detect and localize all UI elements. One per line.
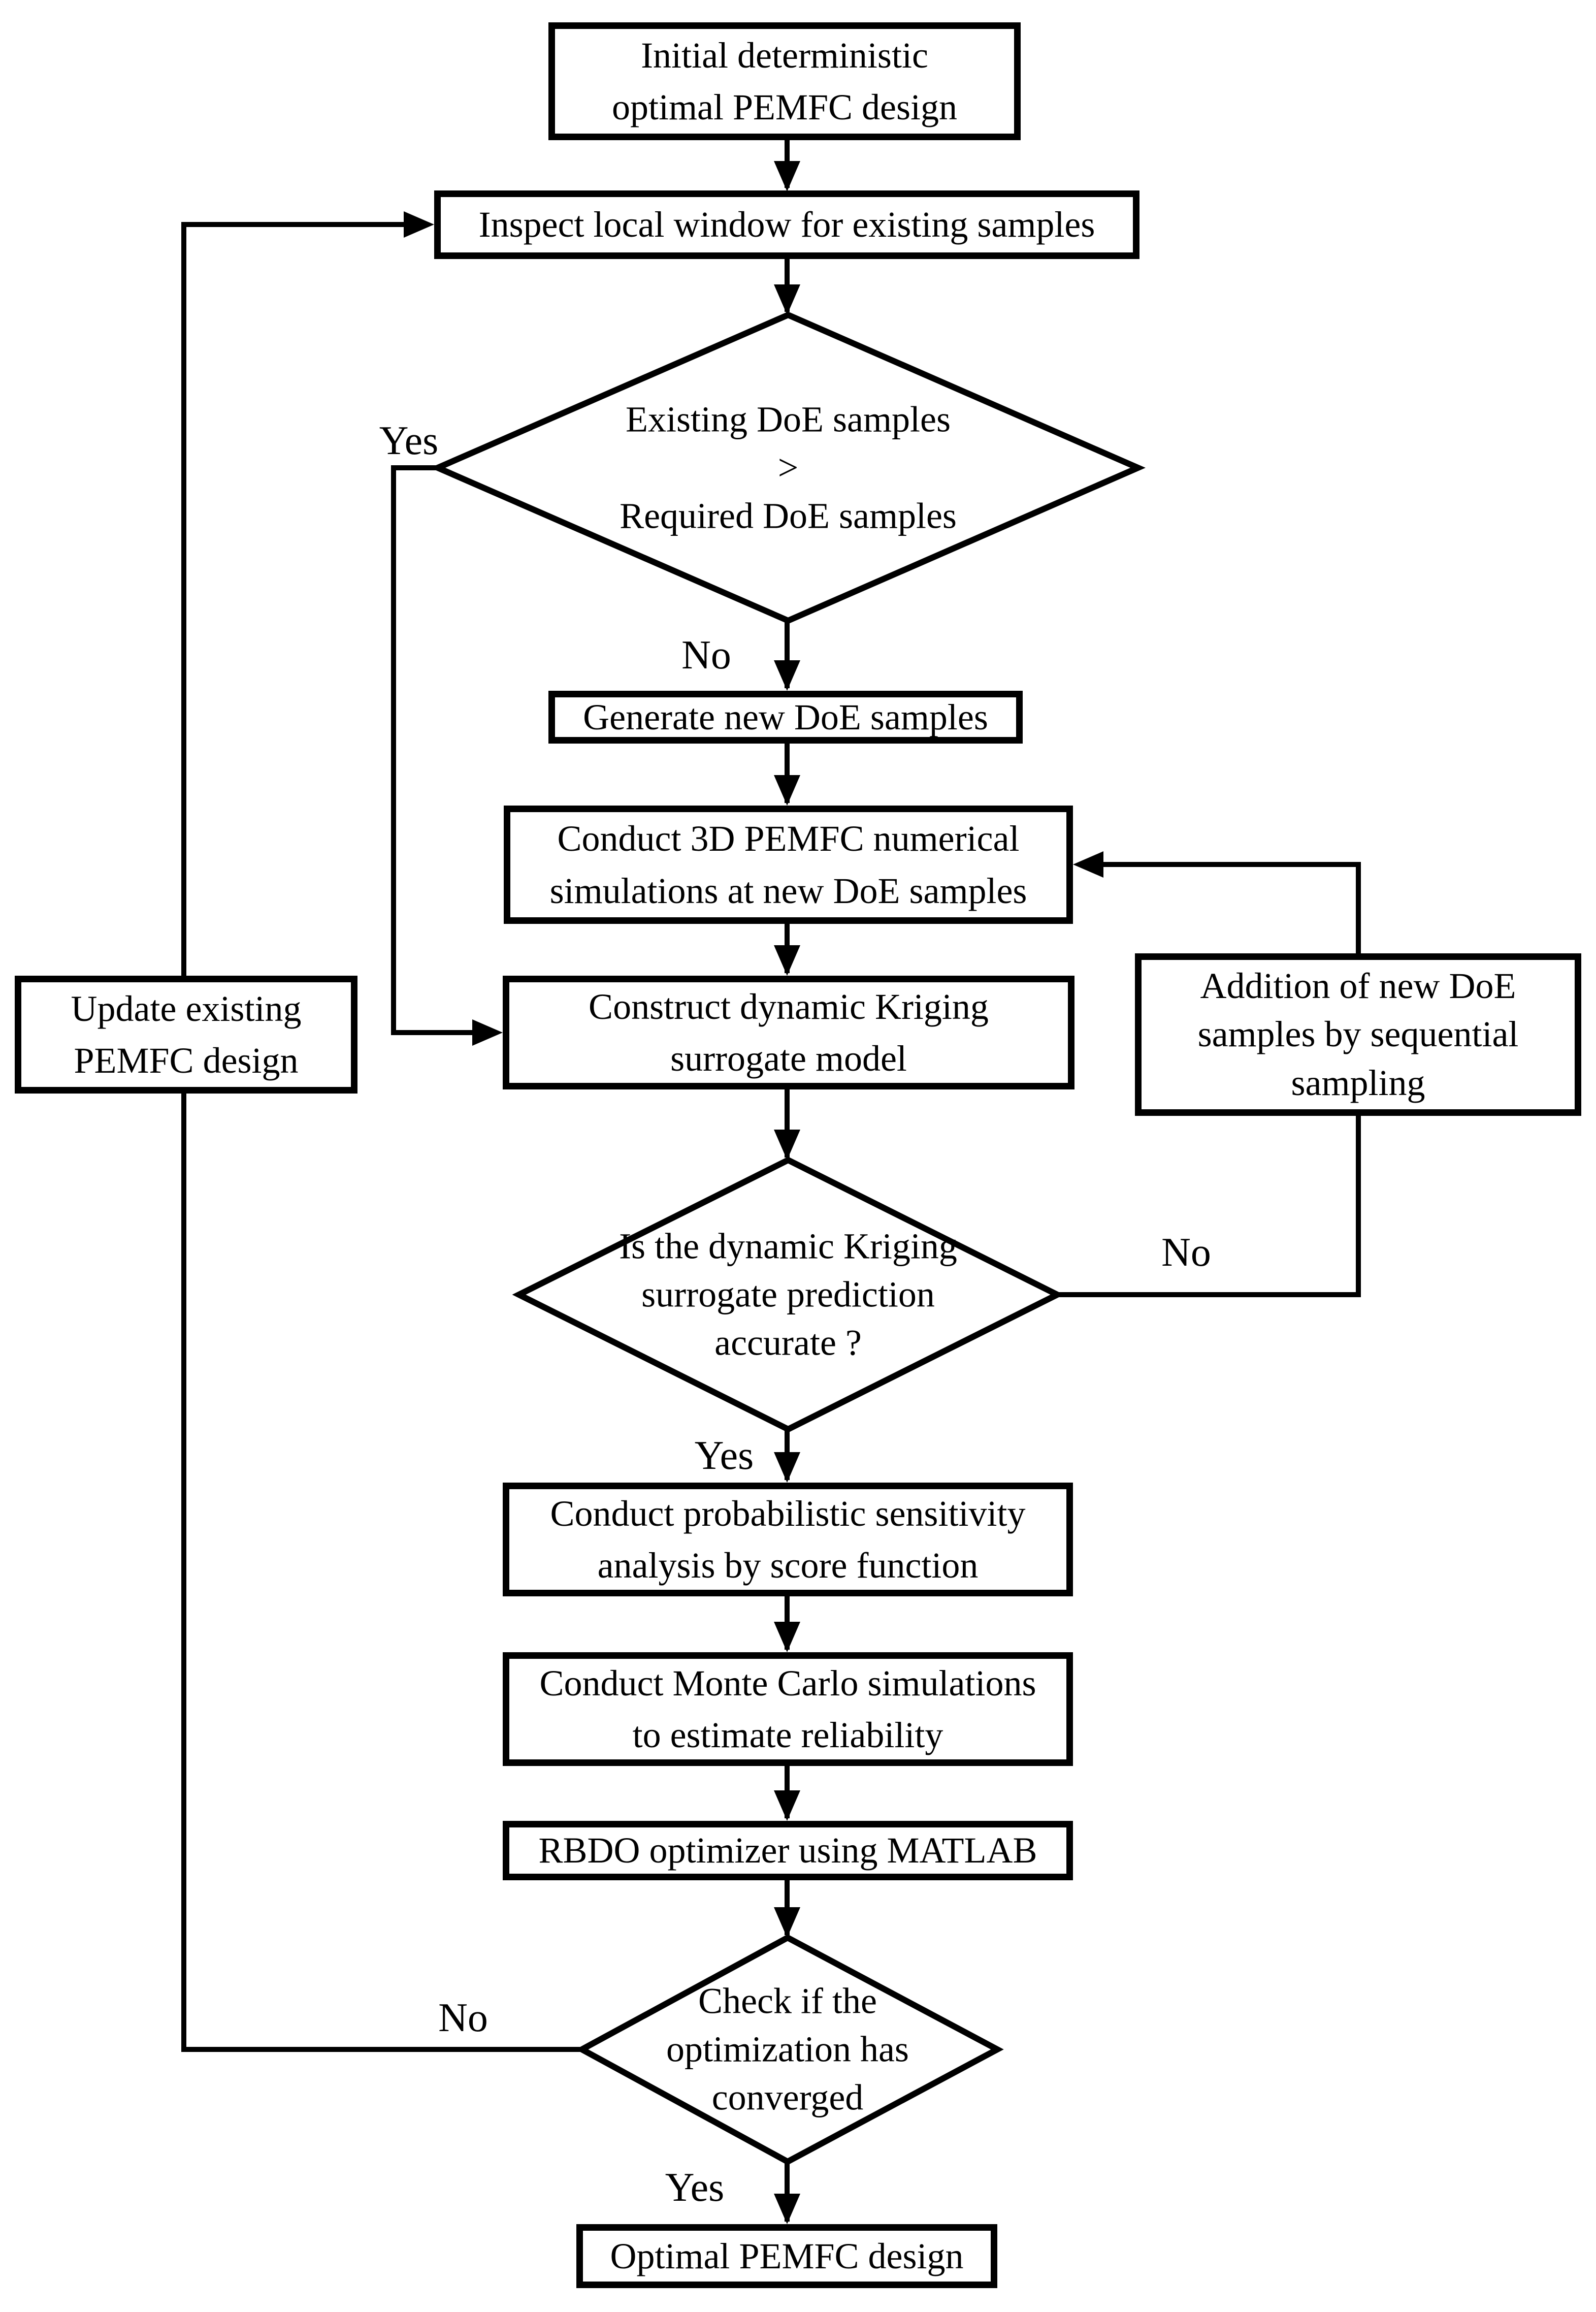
arrowhead-into-decision-doe — [774, 284, 800, 315]
node-conduct-3d-simulations: Conduct 3D PEMFC numerical simulations a… — [504, 806, 1073, 924]
arrowhead-no-into-conduct3d — [1073, 851, 1103, 878]
arrowhead-into-construct — [774, 945, 800, 976]
arrowhead-yes-into-construct — [472, 1019, 503, 1046]
connector-no-converged-to-inspect — [181, 222, 582, 2052]
node-update-pemfc-design: Update existing PEMFC design — [15, 976, 357, 1094]
node-probabilistic-sensitivity: Conduct probabilistic sensitivity analys… — [503, 1483, 1073, 1596]
arrowhead-into-conduct3d — [774, 775, 800, 806]
label-yes-converged: Yes — [665, 2165, 725, 2210]
node-rbdo-optimizer: RBDO optimizer using MATLAB — [503, 1821, 1073, 1880]
label-yes-accurate: Yes — [694, 1433, 754, 1478]
arrowhead-into-decision-converged — [774, 1907, 800, 1938]
arrowhead-no-into-inspect — [404, 211, 434, 238]
decision-doe-shape — [430, 311, 1146, 624]
decision-doe-text: Existing DoE samples > Required DoE samp… — [620, 399, 957, 536]
arrowhead-into-probabilistic — [774, 1452, 800, 1483]
label-no-accurate: No — [1161, 1230, 1211, 1275]
arrowhead-into-generate — [774, 660, 800, 691]
node-construct-kriging: Construct dynamic Kriging surrogate mode… — [503, 976, 1074, 1089]
arrowhead-into-rbdo — [774, 1790, 800, 1821]
arrowhead-into-optimal — [774, 2194, 800, 2224]
node-inspect-local-window: Inspect local window for existing sample… — [434, 190, 1139, 259]
decision-converged-text: Check if the optimization has converged — [666, 1980, 909, 2118]
arrowhead-into-inspect — [774, 161, 800, 191]
arrowhead-into-montecarlo — [774, 1622, 800, 1652]
node-optimal-design: Optimal PEMFC design — [576, 2224, 997, 2288]
node-monte-carlo: Conduct Monte Carlo simulations to estim… — [503, 1652, 1073, 1766]
label-no-converged: No — [438, 1996, 488, 2040]
arrowhead-into-decision-accurate — [774, 1130, 800, 1160]
node-initial-design: Initial deterministic optimal PEMFC desi… — [548, 22, 1021, 140]
node-addition-sequential-sampling: Addition of new DoE samples by sequentia… — [1135, 953, 1581, 1116]
label-yes-doe: Yes — [379, 419, 439, 463]
label-no-doe: No — [681, 633, 731, 678]
decision-converged-shape — [575, 1934, 1004, 2165]
node-generate-doe-samples: Generate new DoE samples — [548, 691, 1023, 744]
decision-accurate-shape — [512, 1157, 1064, 1433]
connector-yes-doe-to-construct — [391, 465, 472, 1035]
decision-accurate-text: Is the dynamic Kriging surrogate predict… — [619, 1226, 957, 1363]
